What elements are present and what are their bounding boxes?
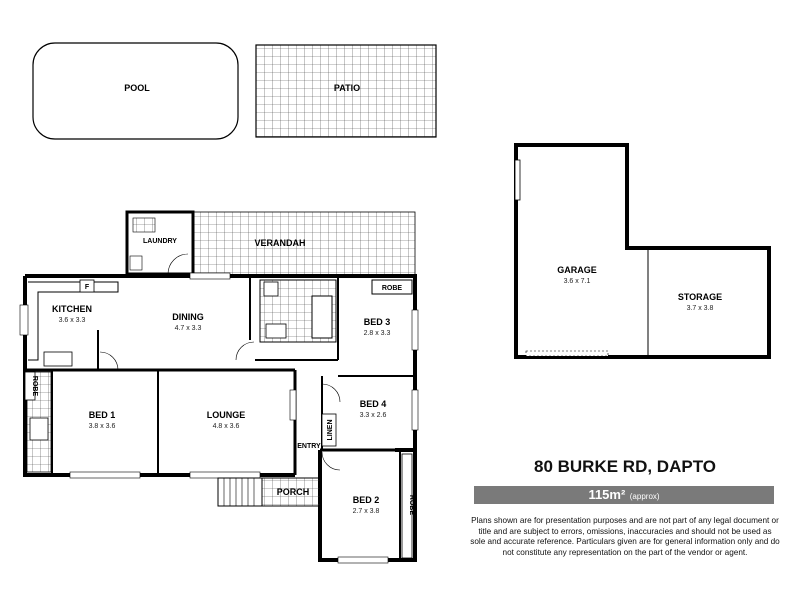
- bed3-label: BED 3: [364, 317, 391, 327]
- patio-outline: [255, 44, 437, 138]
- bed3-robe-label: ROBE: [382, 285, 403, 292]
- garage-label: GARAGE: [557, 265, 597, 275]
- garage-dimensions: 3.6 x 7.1: [564, 278, 591, 285]
- floor-area-value: 115m²: [588, 487, 626, 502]
- dining-dimensions: 4.7 x 3.3: [175, 325, 202, 332]
- floor-area-bar: 115m² (approx): [474, 486, 774, 504]
- lounge-dimensions: 4.8 x 3.6: [213, 423, 240, 430]
- fridge-label: F: [85, 284, 90, 291]
- verandah-label: VERANDAH: [254, 238, 305, 248]
- laundry-room: LAUNDRY: [125, 210, 195, 276]
- storage-label: STORAGE: [678, 292, 722, 302]
- house-walls: [19, 272, 419, 564]
- lounge-label: LOUNGE: [207, 410, 246, 420]
- property-address: 80 BURKE RD, DAPTO: [534, 457, 716, 476]
- garage-block: GARAGE 3.6 x 7.1 STORAGE 3.7 x 3.8: [514, 143, 771, 359]
- bed4-dimensions: 3.3 x 2.6: [360, 412, 387, 419]
- pool-label: POOL: [124, 83, 150, 93]
- bed1-dimensions: 3.8 x 3.6: [89, 423, 116, 430]
- floor-area-note: (approx): [629, 492, 660, 501]
- laundry-label: LAUNDRY: [143, 238, 177, 245]
- bed2-robe-label: ROBE: [408, 495, 415, 516]
- bed1-label: BED 1: [89, 410, 116, 420]
- bed3-dimensions: 2.8 x 3.3: [364, 330, 391, 337]
- linen-label: LINEN: [327, 420, 334, 441]
- pool-outline: [32, 42, 239, 140]
- dining-label: DINING: [172, 312, 204, 322]
- kitchen-dimensions: 3.6 x 3.3: [59, 317, 86, 324]
- bed1-robe-label: ROBE: [31, 376, 38, 397]
- bed4-label: BED 4: [360, 399, 387, 409]
- disclaimer-text: Plans shown are for presentation purpose…: [470, 516, 780, 557]
- entry-label: ENTRY: [297, 443, 321, 450]
- storage-dimensions: 3.7 x 3.8: [687, 305, 714, 312]
- bed2-label: BED 2: [353, 495, 380, 505]
- kitchen-label: KITCHEN: [52, 304, 92, 314]
- porch-label: PORCH: [277, 487, 310, 497]
- bed2-dimensions: 2.7 x 3.8: [353, 508, 380, 515]
- patio-label: PATIO: [334, 83, 360, 93]
